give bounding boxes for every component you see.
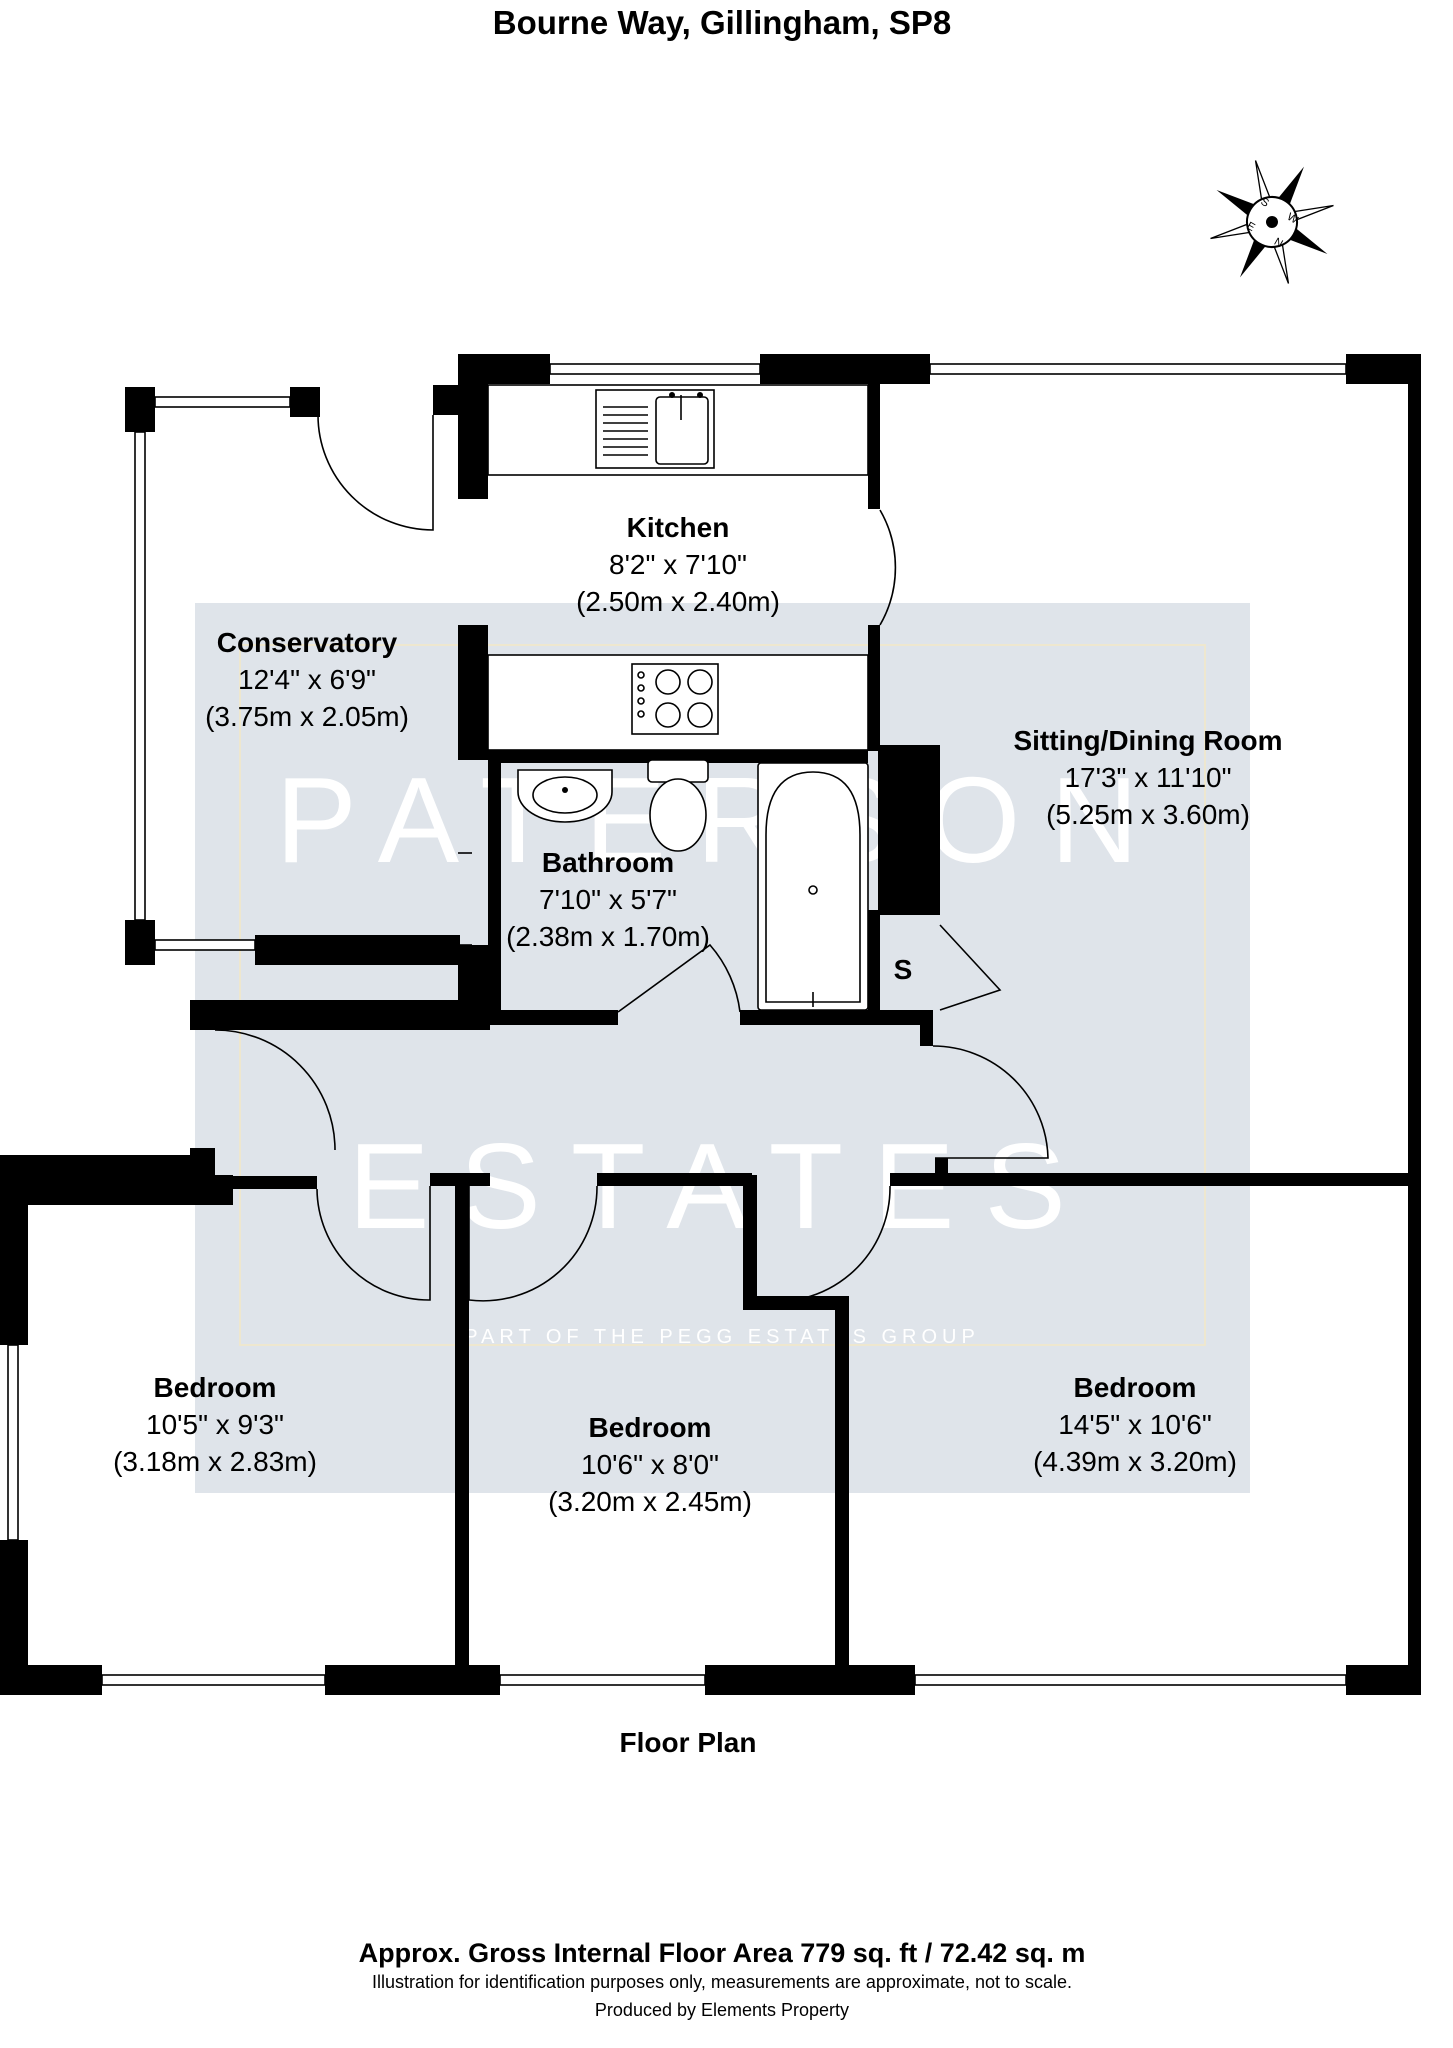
room-imperial: 8'2" x 7'10" (609, 549, 747, 580)
room-name: Kitchen (627, 512, 730, 543)
room-name: Bedroom (589, 1412, 712, 1443)
room-imperial: 17'3" x 11'10" (1064, 762, 1231, 793)
hob-icon (631, 663, 719, 735)
footer-producer: Produced by Elements Property (595, 2000, 849, 2020)
room-metric: (4.39m x 3.20m) (1033, 1446, 1237, 1477)
walls (0, 354, 1421, 1695)
room-imperial: 10'5" x 9'3" (146, 1409, 284, 1440)
toilet-icon (647, 759, 709, 852)
room-metric: (3.18m x 2.83m) (113, 1446, 317, 1477)
room-bedroom-1: Bedroom 10'5" x 9'3" (3.18m x 2.83m) (113, 1372, 317, 1477)
compass-icon: S W E N (1210, 160, 1334, 284)
plan-title: Bourne Way, Gillingham, SP8 (493, 4, 951, 41)
watermark-line1: PATERSON (275, 752, 1168, 888)
footer-disclaimer: Illustration for identification purposes… (372, 1972, 1072, 1992)
washbasin-icon (517, 769, 613, 823)
room-metric: (2.38m x 1.70m) (506, 921, 710, 952)
room-imperial: 14'5" x 10'6" (1058, 1409, 1212, 1440)
room-imperial: 10'6" x 8'0" (581, 1449, 719, 1480)
room-metric: (5.25m x 3.60m) (1046, 799, 1250, 830)
footer-area: Approx. Gross Internal Floor Area 779 sq… (359, 1938, 1086, 1968)
windows (7, 363, 1347, 1686)
doors (214, 414, 1049, 1303)
room-name: Sitting/Dining Room (1013, 725, 1282, 756)
room-imperial: 7'10" x 5'7" (539, 884, 677, 915)
room-sitting-dining: Sitting/Dining Room 17'3" x 11'10" (5.25… (1013, 725, 1282, 830)
room-imperial: 12'4" x 6'9" (238, 664, 376, 695)
room-bedroom-3: Bedroom 14'5" x 10'6" (4.39m x 3.20m) (1033, 1372, 1237, 1477)
room-bathroom: Bathroom 7'10" x 5'7" (2.38m x 1.70m) (506, 847, 710, 952)
room-name: Bathroom (542, 847, 674, 878)
room-name: Bedroom (154, 1372, 277, 1403)
room-kitchen: Kitchen 8'2" x 7'10" (2.50m x 2.40m) (576, 512, 780, 617)
room-metric: (3.20m x 2.45m) (548, 1486, 752, 1517)
floor-label: Floor Plan (620, 1727, 757, 1758)
bathtub-icon (757, 762, 869, 1011)
store-label: S (894, 954, 913, 985)
room-metric: (2.50m x 2.40m) (576, 586, 780, 617)
room-conservatory: Conservatory 12'4" x 6'9" (3.75m x 2.05m… (205, 627, 409, 732)
watermark-tagline: PART OF THE PEGG ESTATES GROUP (464, 1326, 980, 1348)
room-bedroom-2: Bedroom 10'6" x 8'0" (3.20m x 2.45m) (548, 1412, 752, 1517)
room-name: Bedroom (1074, 1372, 1197, 1403)
room-metric: (3.75m x 2.05m) (205, 701, 409, 732)
room-name: Conservatory (217, 627, 398, 658)
kitchen-sink-icon (487, 384, 869, 476)
